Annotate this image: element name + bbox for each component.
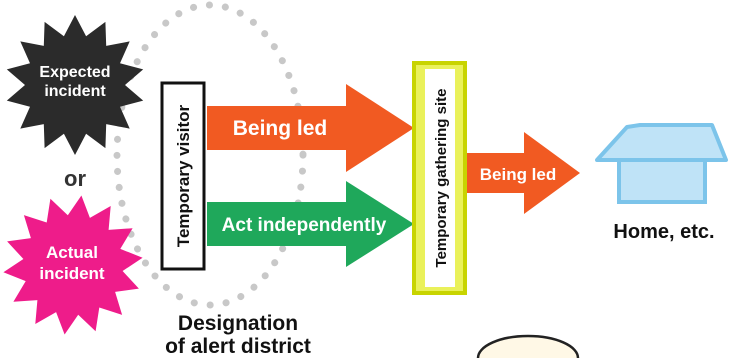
act-independently-arrow-label: Act independently (222, 215, 387, 236)
temporary-visitor-frame (160, 81, 206, 271)
being-led-home-arrow-shape (467, 132, 580, 214)
being-led-arrow-label: Being led (233, 117, 328, 140)
act-independently-arrow-shape (207, 181, 414, 267)
being-led-arrow-shape (207, 84, 414, 172)
temporary-visitor-box: Temporary visitor (160, 81, 206, 271)
home-body (617, 158, 707, 204)
or-connector: or (64, 166, 86, 191)
actual-incident-label-line2: incident (39, 264, 105, 283)
expected-incident-burst: Expected incident (6, 15, 144, 155)
home-label: Home, etc. (613, 221, 714, 243)
actual-incident-burst: Actual incident (3, 195, 143, 335)
alert-district-label-line2: of alert district (165, 335, 311, 358)
home-icon (595, 123, 728, 204)
expected-incident-shape (6, 15, 144, 155)
home-roof (595, 123, 728, 162)
actual-incident-label-line1: Actual (46, 243, 98, 262)
expected-incident-label-line2: incident (44, 83, 106, 100)
being-led-home-arrow: Being led (467, 132, 580, 214)
decorative-circle-fragment (476, 334, 580, 358)
being-led-arrow: Being led (207, 84, 414, 172)
gathering-site-label: Temporary gathering site (433, 89, 450, 268)
being-led-home-arrow-label: Being led (480, 165, 557, 184)
alert-district-boundary (113, 1, 307, 309)
temporary-visitor-label: Temporary visitor (174, 104, 193, 247)
expected-incident-label-line1: Expected (39, 64, 110, 81)
act-independently-arrow: Act independently (207, 181, 414, 267)
actual-incident-shape (3, 195, 143, 335)
gathering-site-label-panel (425, 69, 455, 287)
gathering-site-box: Temporary gathering site (412, 61, 467, 295)
alert-district-label-line1: Designation (178, 312, 298, 335)
